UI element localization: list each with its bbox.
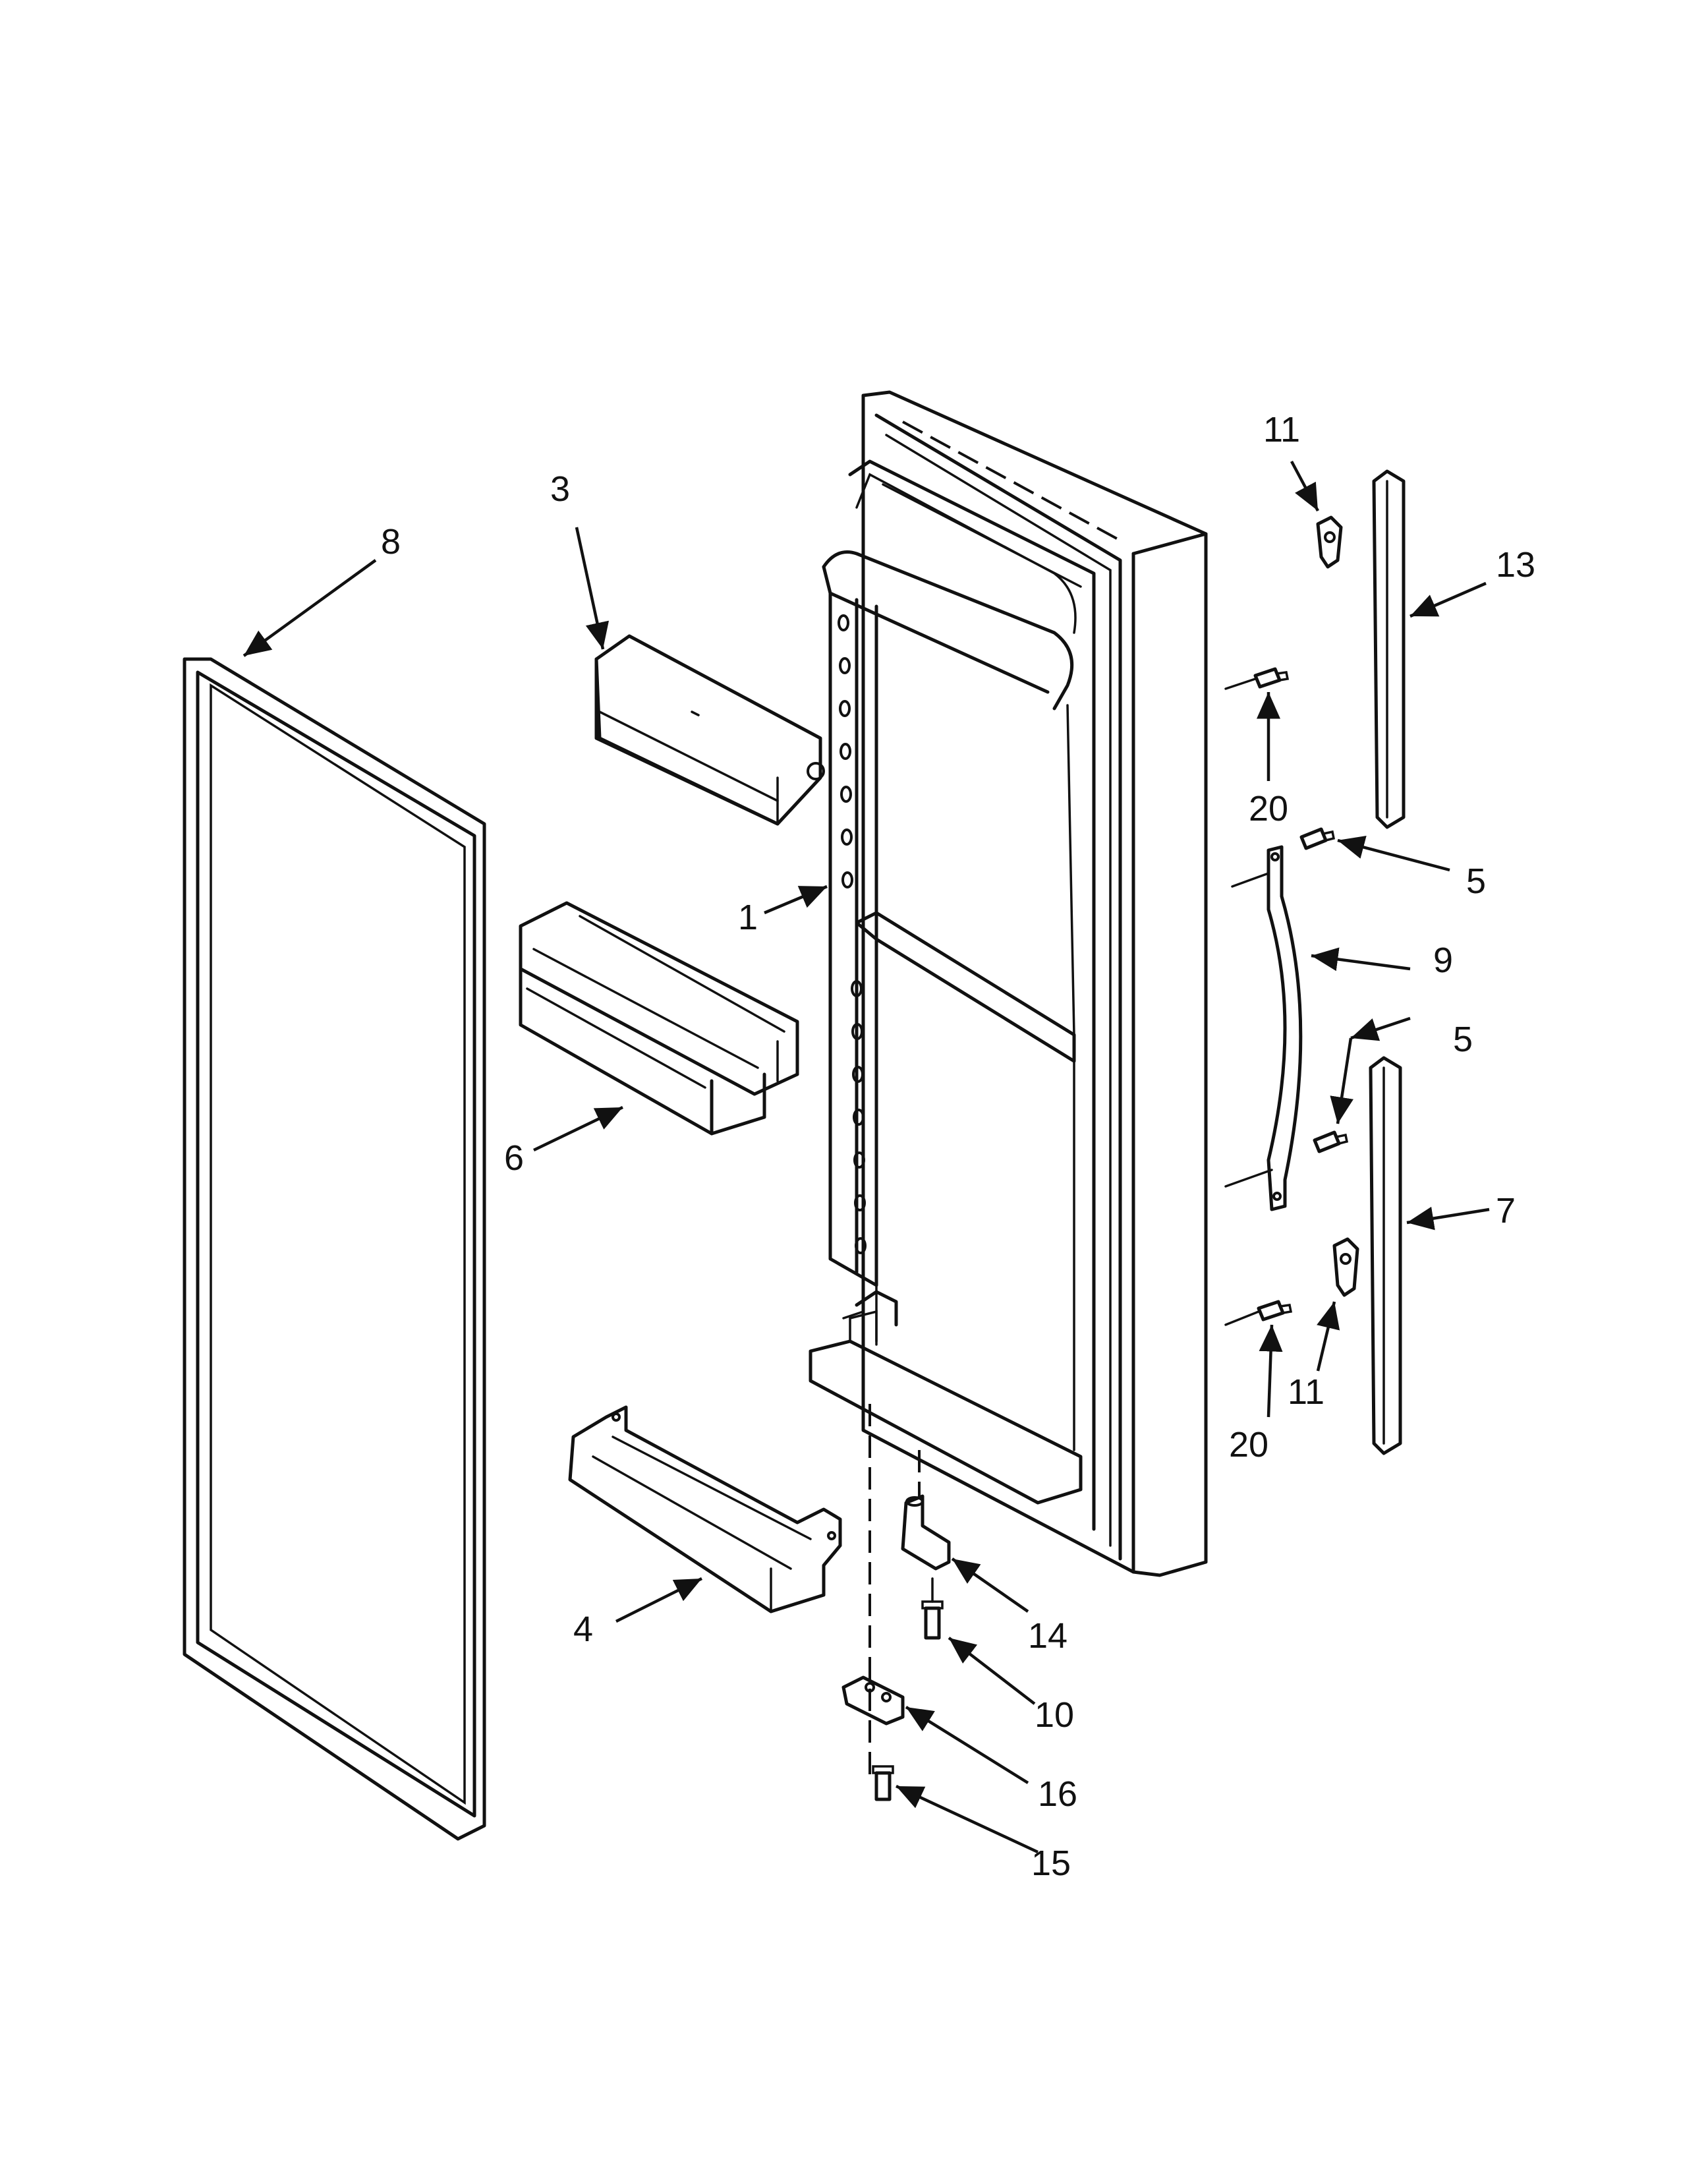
callout-8: 8 [381, 522, 401, 562]
clip-part-11-lower [1332, 1237, 1359, 1297]
callout-6: 6 [504, 1138, 524, 1178]
screw-part-20-upper [1224, 667, 1290, 690]
callout-3: 3 [550, 469, 570, 509]
screw-part-15 [872, 1765, 894, 1801]
callout-4: 4 [573, 1610, 593, 1649]
screw-part-10 [921, 1577, 944, 1640]
screw-part-5-lower [1224, 1130, 1349, 1188]
callout-labels: 8 3 1 6 4 11 13 20 5 9 5 7 11 20 14 10 1… [381, 410, 1535, 1883]
door-gasket-part-8 [183, 657, 486, 1841]
callout-10: 10 [1035, 1695, 1074, 1735]
bottom-door-bin-part-4 [568, 1405, 842, 1613]
callout-11-upper: 11 [1263, 410, 1300, 450]
callout-5-lower: 5 [1453, 1020, 1473, 1059]
callout-14: 14 [1028, 1616, 1068, 1656]
screw-part-20-lower [1224, 1300, 1293, 1326]
refrigerator-door-part-1 [809, 390, 1208, 1577]
screw-part-5-upper [1231, 827, 1336, 888]
callout-7: 7 [1496, 1191, 1516, 1231]
callout-5-upper: 5 [1466, 861, 1486, 901]
callout-16: 16 [1038, 1774, 1077, 1814]
callout-13: 13 [1496, 545, 1535, 585]
clip-part-11-upper [1316, 515, 1343, 569]
callout-9: 9 [1433, 941, 1453, 980]
callout-20-upper: 20 [1249, 789, 1288, 828]
callout-15: 15 [1031, 1843, 1071, 1883]
callout-11-lower: 11 [1288, 1372, 1324, 1412]
hinge-bracket-part-16 [841, 1675, 905, 1726]
door-handle-part-9 [1267, 845, 1303, 1211]
trim-strip-part-7 [1369, 1056, 1402, 1455]
dairy-door-part-3 [594, 634, 825, 826]
hinge-part-14 [901, 1450, 951, 1571]
trim-strip-part-13 [1372, 469, 1406, 829]
callout-1: 1 [738, 898, 758, 937]
leader-lines [242, 460, 1490, 1854]
door-bin-part-6 [519, 901, 799, 1136]
callout-20-lower: 20 [1229, 1425, 1268, 1465]
